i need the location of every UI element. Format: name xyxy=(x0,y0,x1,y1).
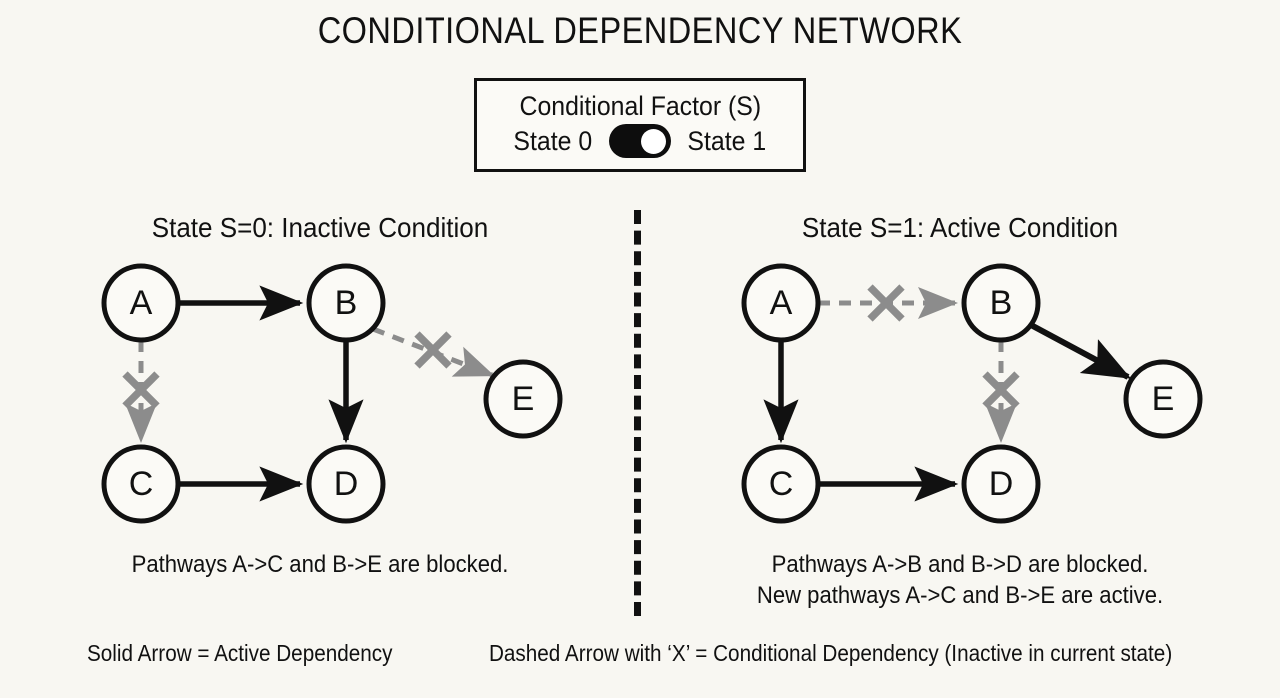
legend-solid-arrow: Solid Arrow = Active Dependency xyxy=(86,640,393,666)
toggle-knob[interactable] xyxy=(641,128,666,154)
node-A[interactable]: A xyxy=(741,263,821,343)
node-D[interactable]: D xyxy=(306,444,386,524)
node-label: A xyxy=(770,284,793,322)
edge-A-to-C-blocked xyxy=(122,340,160,443)
toggle-label-state-0: State 0 xyxy=(513,125,593,156)
caption-line: Pathways A->B and B->D are blocked. xyxy=(771,551,1149,578)
block-x-icon xyxy=(122,371,160,409)
page-title: CONDITIONAL DEPENDENCY NETWORK xyxy=(317,10,963,51)
edge-B-to-E-blocked xyxy=(372,326,495,378)
graph-state-0: A B C D E xyxy=(101,263,563,524)
node-B[interactable]: B xyxy=(961,263,1041,343)
edge-A-to-B-blocked xyxy=(818,284,958,322)
block-x-icon xyxy=(867,284,905,322)
edge-B-to-D-blocked xyxy=(982,340,1020,443)
panel-heading-state-1: State S=1: Active Condition xyxy=(801,212,1119,243)
caption-state-1: Pathways A->B and B->D are blocked. New … xyxy=(684,550,1236,611)
legend: Solid Arrow = Active Dependency Dashed A… xyxy=(0,640,1280,667)
caption-state-0: Pathways A->C and B->E are blocked. xyxy=(44,550,596,581)
toggle-box-title: Conditional Factor (S) xyxy=(519,90,761,121)
caption-line: Pathways A->C and B->E are blocked. xyxy=(131,551,509,578)
caption-line: New pathways A->C and B->E are active. xyxy=(756,581,1164,609)
graph-state-1: A B C D E xyxy=(741,263,1203,524)
node-D[interactable]: D xyxy=(961,444,1041,524)
toggle-label-state-1: State 1 xyxy=(687,125,767,156)
node-label: E xyxy=(1152,380,1175,418)
node-A[interactable]: A xyxy=(101,263,181,343)
node-label: D xyxy=(989,465,1014,503)
panel-divider xyxy=(634,210,641,616)
node-C[interactable]: C xyxy=(101,444,181,524)
block-x-icon xyxy=(414,331,452,369)
node-C[interactable]: C xyxy=(741,444,821,524)
node-label: C xyxy=(769,465,794,503)
node-label: E xyxy=(512,380,535,418)
node-B[interactable]: B xyxy=(306,263,386,343)
node-label: B xyxy=(990,284,1013,322)
edge-B-to-E-active xyxy=(1029,322,1132,380)
node-label: D xyxy=(334,465,359,503)
node-E[interactable]: E xyxy=(1123,359,1203,439)
node-E[interactable]: E xyxy=(483,359,563,439)
state-toggle-switch[interactable] xyxy=(609,124,671,159)
panel-heading-state-0: State S=0: Inactive Condition xyxy=(151,212,489,243)
node-label: C xyxy=(129,465,154,503)
legend-dashed-arrow: Dashed Arrow with ‘X’ = Conditional Depe… xyxy=(489,640,1173,666)
node-label: B xyxy=(335,284,358,322)
conditional-factor-toggle-box: Conditional Factor (S) State 0 State 1 xyxy=(474,78,806,172)
node-label: A xyxy=(130,284,153,322)
toggle-row: State 0 State 1 xyxy=(510,124,769,159)
block-x-icon xyxy=(982,371,1020,409)
